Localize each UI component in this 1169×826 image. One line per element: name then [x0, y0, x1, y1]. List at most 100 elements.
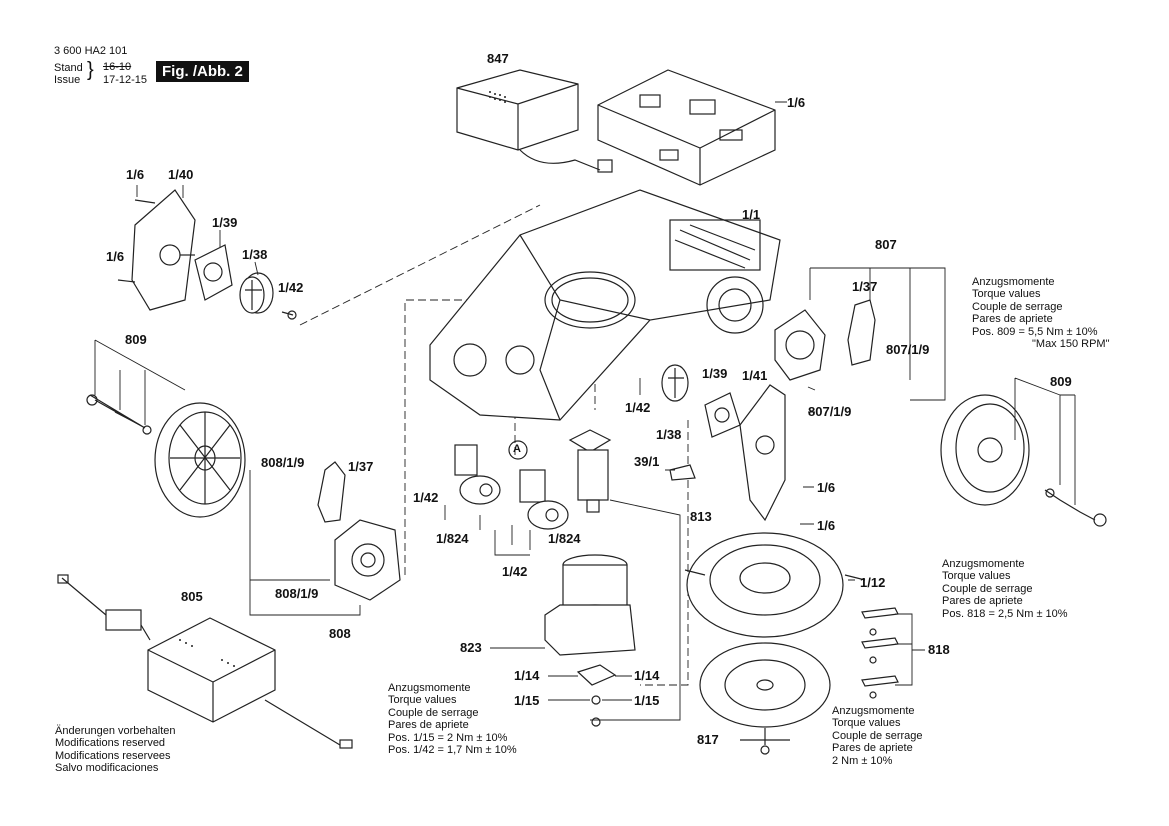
- callout-847: 847: [487, 51, 509, 66]
- leader-809-right: [1014, 377, 1076, 505]
- note-line: "Max 150 RPM": [1032, 338, 1110, 351]
- note-line: Pos. 818 = 2,5 Nm ± 10%: [942, 607, 1068, 620]
- callout-809-right: 809: [1050, 374, 1072, 389]
- callout-1-38-a: 1/38: [242, 247, 268, 262]
- blade-disc-817: [699, 642, 831, 755]
- torque-note-818: Anzugsmomente Torque values Couple de se…: [942, 558, 1068, 620]
- callout-807-1-9-b: 807/1/9: [808, 404, 852, 419]
- callout-a: A: [513, 443, 521, 455]
- callout-807-1-9-a: 807/1/9: [886, 342, 930, 357]
- callout-1-12: 1/12: [860, 575, 886, 590]
- note-line: Torque values: [942, 570, 1011, 583]
- callout-1-6-c: 1/6: [817, 480, 836, 495]
- callout-1-14-b: 1/14: [634, 668, 660, 683]
- callout-1-42-b: 1/42: [625, 400, 651, 415]
- callout-1-14-a: 1/14: [514, 668, 540, 683]
- bracket-807: [809, 267, 946, 401]
- callout-813: 813: [690, 509, 712, 524]
- small-screws-left: [117, 199, 297, 320]
- callout-1-42-d: 1/42: [502, 564, 528, 579]
- right-hub: [661, 364, 689, 402]
- note-line: Pares de apriete: [972, 313, 1053, 326]
- new-date: 17-12-15: [103, 74, 148, 86]
- note-line: Anzugsmomente: [832, 705, 915, 717]
- note-line: Couple de serrage: [942, 582, 1033, 595]
- callout-808-1-9-a: 808/1/9: [261, 455, 305, 470]
- torque-note-1-15: Anzugsmomente Torque values Couple de se…: [388, 682, 517, 756]
- circuit-board-tray: [597, 69, 776, 186]
- note-line: Salvo modificaciones: [55, 762, 159, 775]
- note-line: Torque values: [388, 694, 457, 707]
- callout-1-41: 1/41: [742, 368, 768, 383]
- note-line: Pos. 809 = 5,5 Nm ± 10%: [972, 325, 1098, 338]
- right-gear-mount: [704, 392, 741, 438]
- leader-809-left: [94, 339, 186, 425]
- left-gear-mount: [194, 244, 233, 301]
- note-line: Torque values: [972, 288, 1041, 301]
- misc-leaders: [136, 101, 855, 581]
- left-side-cover: [131, 189, 196, 311]
- screws-1-824: [444, 505, 531, 556]
- note-line: Couple de serrage: [972, 300, 1063, 313]
- right-gear-807: [774, 309, 826, 381]
- note-line: Pares de apriete: [388, 719, 469, 732]
- motor-plate-808: [334, 519, 401, 601]
- power-supply-805: [57, 574, 353, 749]
- leader-818: [895, 613, 925, 686]
- callout-818: 818: [928, 642, 950, 657]
- header-brace: }: [87, 59, 94, 81]
- callout-1-15-a: 1/15: [514, 693, 540, 708]
- callout-808-1-9-b: 808/1/9: [275, 586, 319, 601]
- callout-1-39-a: 1/39: [212, 215, 238, 230]
- callout-1-6-b: 1/6: [106, 249, 125, 264]
- right-side-cover: [739, 384, 786, 522]
- note-line: Anzugsmomente: [388, 682, 471, 694]
- note-line: Torque values: [832, 717, 901, 730]
- callout-1-40: 1/40: [168, 167, 194, 182]
- blade-guard-1-12: [684, 532, 866, 638]
- callout-1-15-b: 1/15: [634, 693, 660, 708]
- note-line: Couple de serrage: [832, 729, 923, 742]
- callout-1-37-left: 1/37: [348, 459, 374, 474]
- bracket-1-37-left: [317, 461, 346, 523]
- note-line: Änderungen vorbehalten: [55, 725, 176, 737]
- bracket-1-37-right: [847, 299, 876, 366]
- blades-818: [861, 607, 899, 699]
- note-line: Pares de apriete: [832, 742, 913, 755]
- callout-1-1: 1/1: [742, 207, 761, 222]
- callout-1-37-right: 1/37: [852, 279, 878, 294]
- callout-807: 807: [875, 237, 897, 252]
- callout-1-39-b: 1/39: [702, 366, 728, 381]
- left-hub: [239, 272, 274, 314]
- note-line: Anzugsmomente: [972, 276, 1055, 288]
- issue-label: Issue: [54, 74, 81, 86]
- callout-1-824-b: 1/824: [548, 531, 581, 546]
- note-line: Couple de serrage: [388, 706, 479, 719]
- note-line: Pos. 1/15 = 2 Nm ± 10%: [388, 731, 508, 744]
- note-line: 2 Nm ± 10%: [832, 754, 893, 767]
- part-number: 3 600 HA2 101: [54, 45, 128, 57]
- bracket-808: [249, 470, 361, 616]
- callout-1-6-a: 1/6: [126, 167, 145, 182]
- torque-note-809: Anzugsmomente Torque values Couple de se…: [972, 276, 1110, 350]
- note-line: Modifications reserved: [55, 737, 166, 750]
- note-line: Pos. 1/42 = 1,7 Nm ± 10%: [388, 744, 517, 757]
- callout-809-left: 809: [125, 332, 147, 347]
- callout-805: 805: [181, 589, 203, 604]
- part-39-1: [669, 464, 696, 481]
- main-housing: [429, 189, 781, 421]
- wheel-motor-a1: [454, 444, 501, 505]
- wheel-left: [86, 394, 246, 518]
- stand-label: Stand: [54, 62, 83, 74]
- detail-a-circle: [508, 440, 528, 460]
- note-line: Modifications reservees: [55, 749, 171, 762]
- note-line: Anzugsmomente: [942, 558, 1025, 570]
- leaders-823: [490, 647, 632, 701]
- note-line: Pares de apriete: [942, 595, 1023, 608]
- leader-813: [590, 499, 681, 721]
- control-module-847: [456, 69, 613, 173]
- modifications-note: Änderungen vorbehalten Modifications res…: [55, 725, 175, 775]
- callout-1-42-a: 1/42: [278, 280, 304, 295]
- callout-1-42-c: 1/42: [413, 490, 439, 505]
